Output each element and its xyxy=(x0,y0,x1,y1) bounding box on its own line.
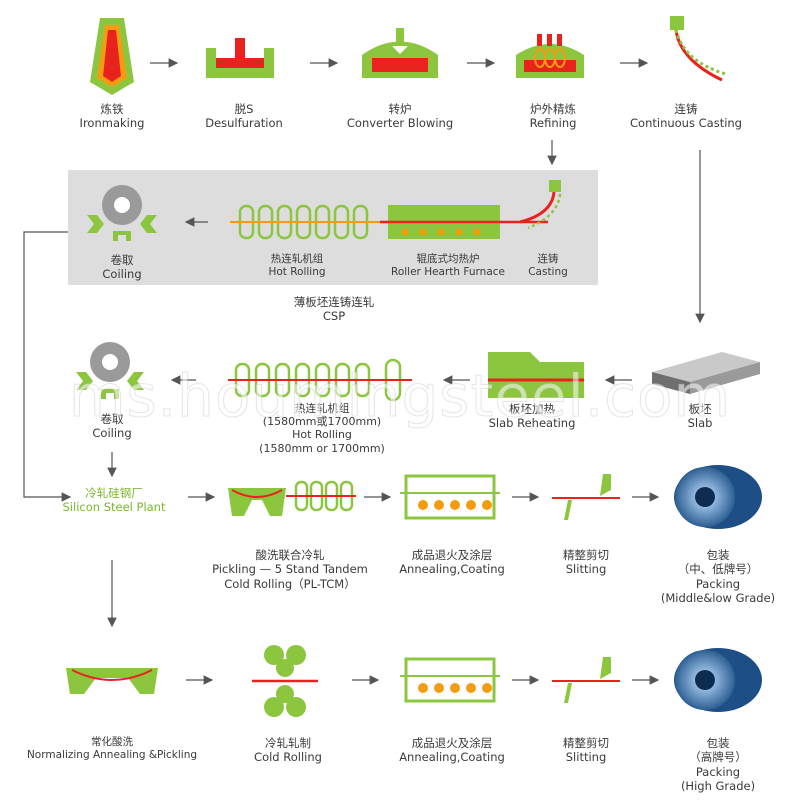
pickling-icon xyxy=(228,480,356,516)
connector-csp-silicon xyxy=(23,231,72,502)
packing2-icon xyxy=(674,648,762,712)
converter-icon xyxy=(362,28,438,78)
refining-icon xyxy=(516,34,584,78)
csp-casting-icon xyxy=(519,180,562,230)
slab-reheating-icon xyxy=(488,352,584,398)
csp-hot-rolling-icon xyxy=(230,204,388,240)
label-packing1: 包装（中、低牌号） Packing(Middle&low Grade) xyxy=(660,548,776,606)
cold-rolling-icon xyxy=(252,645,318,717)
normalizing-icon xyxy=(66,668,158,694)
label-hot-rolling2: 热连轧机组(1580mm或1700mm) Hot Rolling(1580mm … xyxy=(259,402,385,455)
continuous-casting-icon xyxy=(670,16,727,82)
ironmaking-icon xyxy=(90,18,134,95)
hot-rolling2-icon xyxy=(228,358,412,402)
slitting1-icon xyxy=(552,474,620,520)
csp-coiling-icon xyxy=(87,185,157,243)
annealing1-icon xyxy=(400,474,500,520)
slitting2-icon xyxy=(552,657,620,703)
annealing2-icon xyxy=(400,657,500,703)
packing1-icon xyxy=(674,465,762,529)
coiling2-icon xyxy=(76,342,144,401)
slab-icon xyxy=(652,352,760,394)
label-packing2: 包装（高牌号） Packing(High Grade) xyxy=(680,736,756,794)
desulfuration-icon xyxy=(206,38,274,78)
csp-furnace-icon xyxy=(380,205,548,239)
csp-section-box xyxy=(68,170,598,285)
